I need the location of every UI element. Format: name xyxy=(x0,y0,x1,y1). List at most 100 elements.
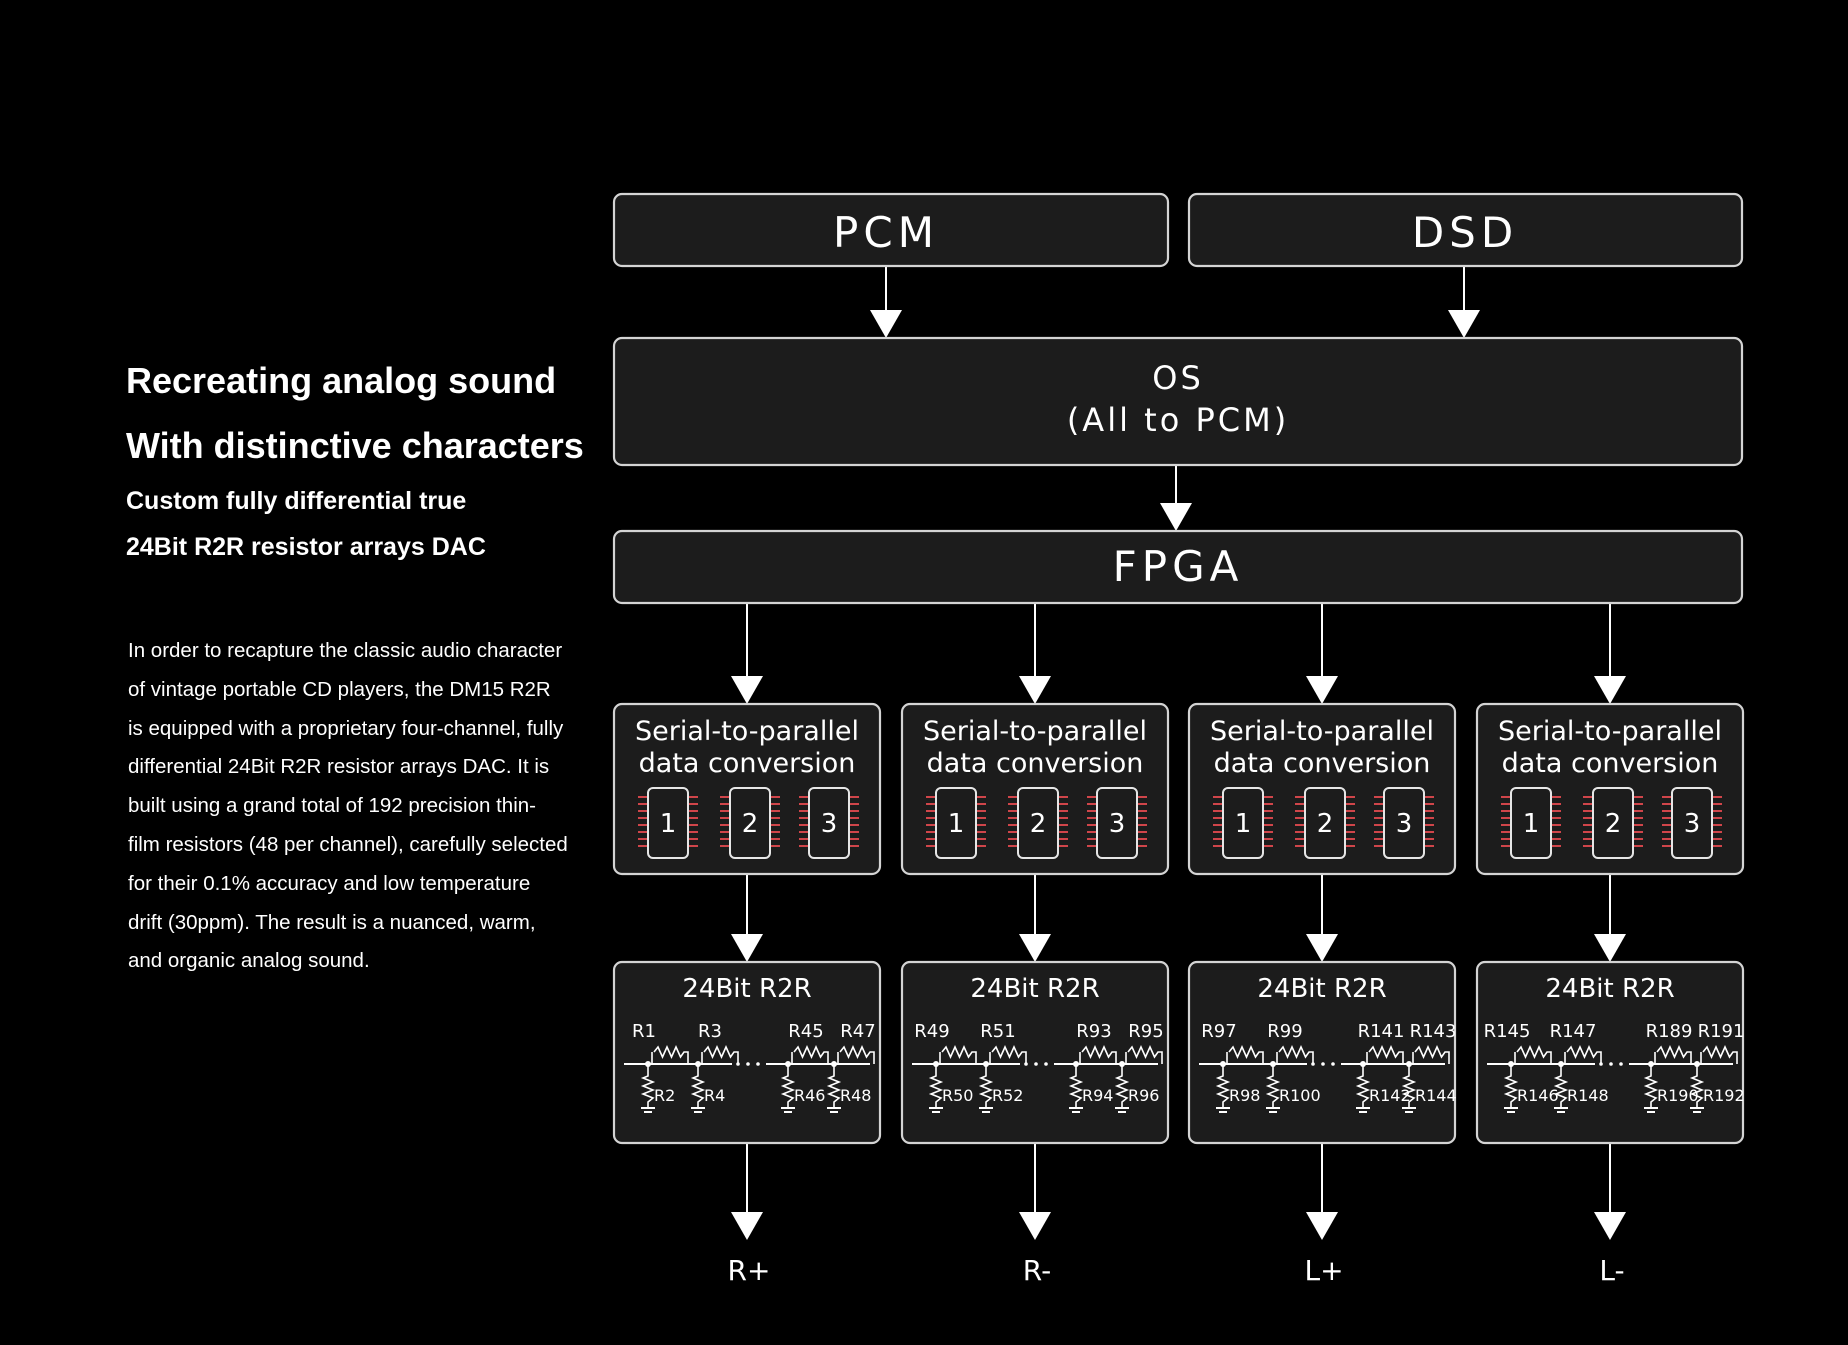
series-resistor-symbol xyxy=(703,1045,739,1064)
chip-icon: 3 xyxy=(1662,787,1722,859)
bottom-resistor-label: R148 xyxy=(1567,1086,1609,1105)
series-resistor-symbol xyxy=(1081,1045,1117,1064)
output-label: R+ xyxy=(728,1254,771,1287)
r2r-box xyxy=(1475,960,1745,1145)
arrow-fpga-to-channel-3-arrowhead xyxy=(1306,676,1338,704)
paragraph-line: for their 0.1% accuracy and low temperat… xyxy=(128,871,531,895)
bottom-resistor-label: R146 xyxy=(1517,1086,1559,1105)
chip-number: 1 xyxy=(1523,809,1540,839)
arrow-fpga-to-channel-1-arrowhead xyxy=(731,676,763,704)
series-resistor-symbol xyxy=(1414,1045,1450,1064)
bottom-resistor-label: R142 xyxy=(1369,1086,1411,1105)
shunt-resistor-symbol xyxy=(826,1064,842,1108)
series-resistor-symbol xyxy=(1278,1045,1314,1064)
shunt-resistor-symbol xyxy=(1355,1064,1371,1108)
arrow-sp-to-r2r-2-arrowhead xyxy=(1019,934,1051,962)
top-resistor-label: R99 xyxy=(1267,1021,1302,1042)
os-label: OS xyxy=(1152,359,1204,397)
bottom-resistor-label: R98 xyxy=(1229,1086,1260,1105)
ellipsis-dot xyxy=(756,1062,760,1066)
arrow-r2r-to-output-1-arrowhead xyxy=(731,1212,763,1240)
dsd-box xyxy=(1187,192,1744,268)
arrow-r2r-to-output-2-arrowhead xyxy=(1019,1212,1051,1240)
chip-icon: 1 xyxy=(1501,787,1561,859)
ellipsis-dot xyxy=(1609,1062,1613,1066)
ellipsis-dot xyxy=(1619,1062,1623,1066)
arrow-r2r-to-output-4-arrowhead xyxy=(1594,1212,1626,1240)
chip-icon: 2 xyxy=(1008,787,1068,859)
top-resistor-label: R189 xyxy=(1646,1021,1693,1042)
series-resistor-symbol xyxy=(991,1045,1027,1064)
top-resistor-label: R95 xyxy=(1128,1021,1163,1042)
shunt-resistor-symbol xyxy=(690,1064,706,1108)
series-resistor-symbol xyxy=(653,1045,689,1064)
bottom-resistor-label: R48 xyxy=(840,1086,871,1105)
fpga-box xyxy=(612,529,1744,605)
bottom-resistor-label: R2 xyxy=(654,1086,675,1105)
paragraph-line: built using a grand total of 192 precisi… xyxy=(128,794,536,818)
arrow-fpga-to-channel-2-arrowhead xyxy=(1019,676,1051,704)
r2r-title: 24Bit R2R xyxy=(1257,974,1386,1004)
chip-number: 1 xyxy=(948,809,965,839)
r2r-title: 24Bit R2R xyxy=(970,974,1099,1004)
top-resistor-label: R141 xyxy=(1358,1021,1405,1042)
chip-number: 1 xyxy=(1235,809,1252,839)
shunt-resistor-symbol xyxy=(1265,1064,1281,1108)
paragraph-line: drift (30ppm). The result is a nuanced, … xyxy=(128,910,536,934)
r2r-box xyxy=(612,960,882,1145)
chip-body xyxy=(1383,787,1425,859)
shunt-resistor-symbol xyxy=(928,1064,944,1108)
top-resistor-label: R51 xyxy=(980,1021,1015,1042)
bottom-resistor-label: R190 xyxy=(1657,1086,1699,1105)
shunt-resistor-symbol xyxy=(1114,1064,1130,1108)
r2r-box xyxy=(1187,960,1457,1145)
chip-number: 2 xyxy=(1030,809,1047,839)
output-label: L- xyxy=(1599,1254,1624,1287)
bottom-resistor-label: R50 xyxy=(942,1086,973,1105)
pcm-box xyxy=(612,192,1170,268)
series-resistor-symbol xyxy=(1702,1045,1738,1064)
ellipsis-dot xyxy=(746,1062,750,1066)
chip-number: 2 xyxy=(1605,809,1622,839)
os-sub-label: (All to PCM) xyxy=(1067,401,1289,439)
top-resistor-label: R143 xyxy=(1410,1021,1457,1042)
top-resistor-label: R3 xyxy=(698,1021,722,1042)
chip-number: 1 xyxy=(660,809,677,839)
chip-body xyxy=(1510,787,1552,859)
fpga-label: FPGA xyxy=(1113,542,1244,591)
chip-body xyxy=(1592,787,1634,859)
arrow-fpga-to-channel-4-arrowhead xyxy=(1594,676,1626,704)
shunt-resistor-symbol xyxy=(1553,1064,1569,1108)
shunt-resistor-symbol xyxy=(1068,1064,1084,1108)
chip-icon: 3 xyxy=(799,787,859,859)
arrow-os-to-fpga-arrowhead xyxy=(1160,503,1192,531)
arrow-r2r-to-output-3-arrowhead xyxy=(1306,1212,1338,1240)
paragraph-line: is equipped with a proprietary four-chan… xyxy=(128,716,564,740)
chip-number: 3 xyxy=(1684,809,1701,839)
r2r-title: 24Bit R2R xyxy=(682,974,811,1004)
shunt-resistor-symbol xyxy=(640,1064,656,1108)
ellipsis-dot xyxy=(1321,1062,1325,1066)
bottom-resistor-label: R4 xyxy=(704,1086,725,1105)
sp-label-line-1: Serial-to-parallel xyxy=(1210,716,1434,747)
chip-number: 3 xyxy=(1396,809,1413,839)
top-resistor-label: R147 xyxy=(1550,1021,1597,1042)
sp-label-line-1: Serial-to-parallel xyxy=(923,716,1147,747)
headline-line-1: Recreating analog sound xyxy=(126,360,557,401)
chip-body xyxy=(808,787,850,859)
paragraph-line: film resistors (48 per channel), careful… xyxy=(128,832,568,856)
shunt-resistor-symbol xyxy=(1643,1064,1659,1108)
dsd-label: DSD xyxy=(1412,208,1518,257)
chip-body xyxy=(1017,787,1059,859)
chip-icon: 1 xyxy=(926,787,986,859)
paragraph-line: In order to recapture the classic audio … xyxy=(128,639,563,662)
series-resistor-symbol xyxy=(941,1045,977,1064)
